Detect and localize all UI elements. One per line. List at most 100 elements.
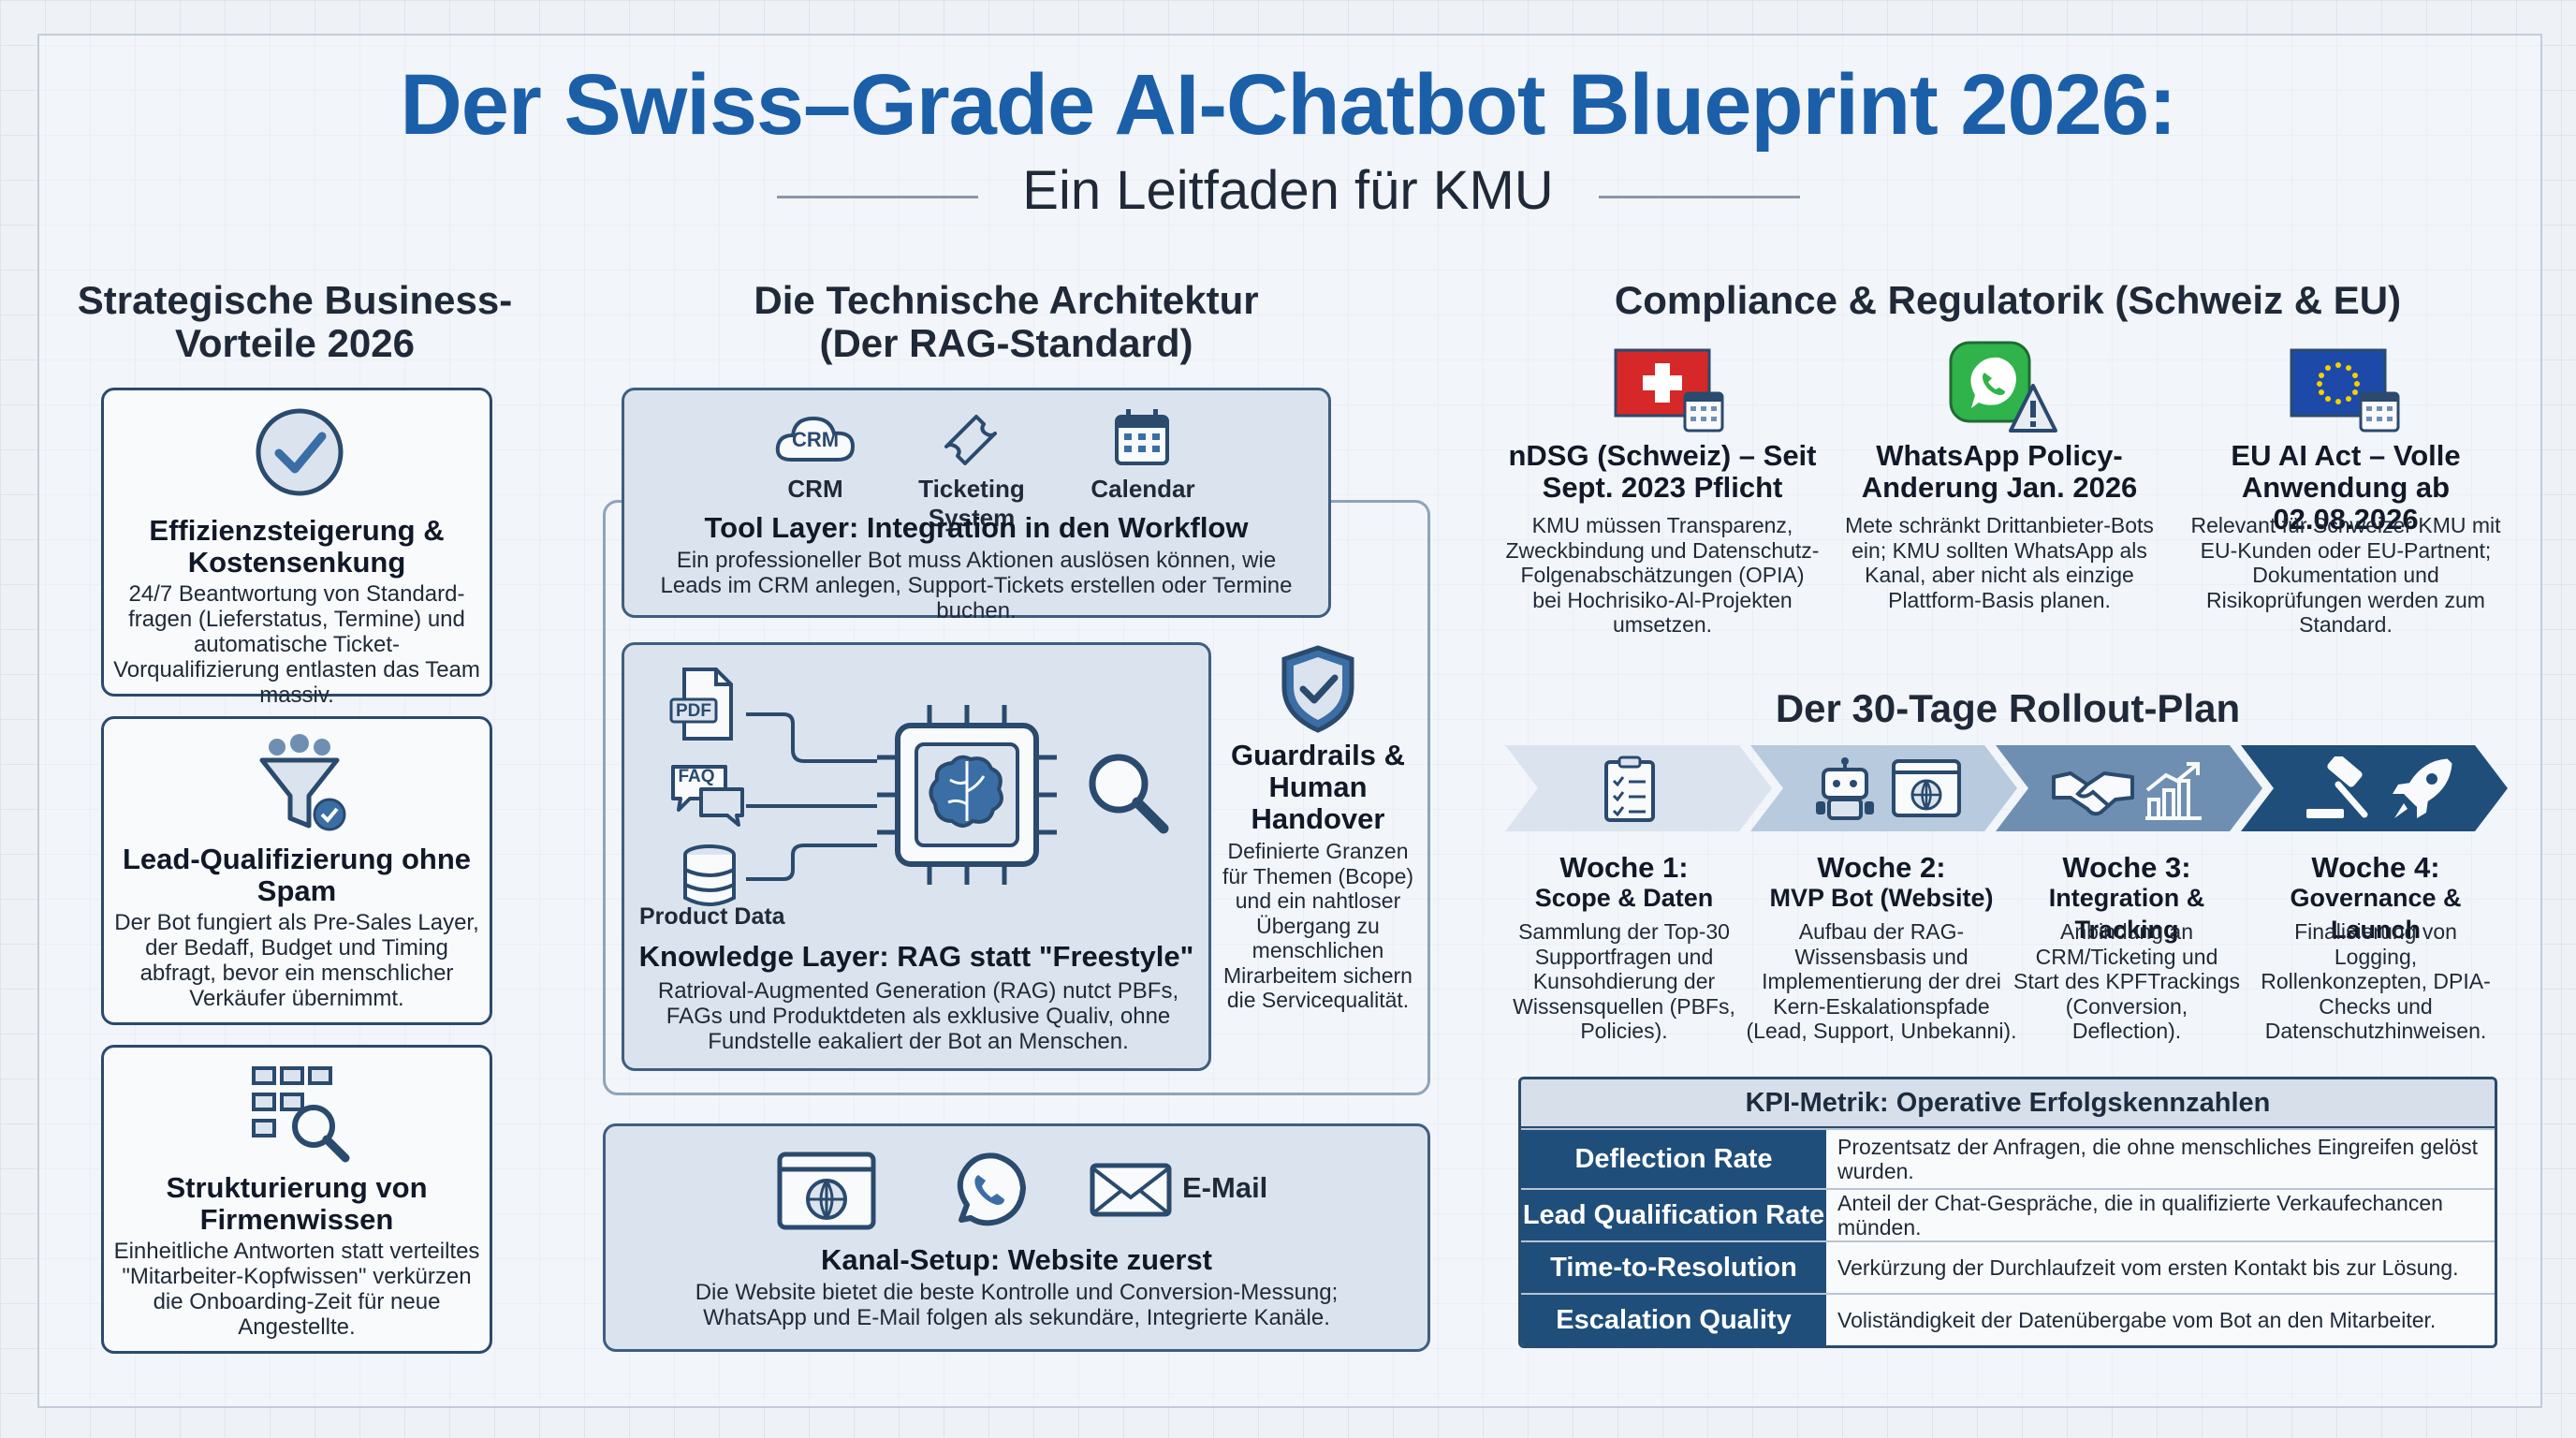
tool-label-crm: CRM — [787, 475, 843, 503]
kpi-name: Lead Qualification Rate — [1521, 1190, 1826, 1240]
guardrails-title: Guardrails & Human Handover — [1230, 739, 1406, 835]
week-2-body: Aufbau der RAG-Wissensbasis und Implemen… — [1746, 919, 2017, 1043]
kpi-description: Verkürzung der Durchlaufzeit vom ersten … — [1837, 1255, 2459, 1280]
growth-chart-icon — [2145, 762, 2202, 820]
compliance-body-ndsg: KMU müssen Transparenz, Zweckbindung und… — [1505, 513, 1820, 637]
business-card-body: Der Bot fungiert als Pre-Sales Layer, de… — [114, 910, 479, 1011]
compliance-title-euaiact: EU AI Act – Volle Anwendung ab 02.08.202… — [2231, 439, 2461, 536]
channel-setup-body: Die Website bietet die beste Kontrolle u… — [695, 1280, 1339, 1330]
kpi-name: Escalation Quality — [1521, 1295, 1826, 1345]
ai-chip-icon — [877, 705, 1057, 885]
table-row: Time-to-Resolution Verkürzung der Durchl… — [1521, 1240, 2495, 1293]
kpi-description: Voliständigkeit der Datenübergabe vom Bo… — [1837, 1308, 2437, 1332]
tool-label-ticketing: Ticketing System — [918, 475, 1025, 532]
architecture-heading-line1: Die Technische Architektur — [754, 278, 1259, 322]
funnel-icon — [259, 734, 346, 831]
business-card-title: Effizienzsteigerung & Kostensenkung — [149, 514, 445, 579]
connector-lines — [746, 712, 877, 881]
gavel-icon — [2306, 756, 2368, 818]
pdf-document-icon — [669, 668, 733, 741]
subtitle-rule-left — [777, 196, 978, 198]
business-card-title: Lead-Qualifizierung ohne Spam — [122, 843, 471, 907]
robot-icon — [1816, 757, 1874, 820]
kpi-description: Prozentsatz der Anfragen, die ohne mensc… — [1837, 1135, 2479, 1183]
pdf-label: PDF — [676, 701, 711, 721]
architecture-heading-line2: (Der RAG-Standard) — [819, 321, 1193, 365]
tool-layer-title: Tool Layer: Integration in den Workflow — [704, 511, 1249, 544]
business-card-efficiency: Effizienzsteigerung & Kostensenkung 24/7… — [101, 388, 492, 708]
whatsapp-warning-icon — [1949, 341, 2057, 433]
week-1-subtitle: Scope & Daten — [1534, 884, 1714, 912]
channel-setup-title: Kanal-Setup: Website zuerst — [820, 1243, 1212, 1276]
email-envelope-icon — [1090, 1163, 1172, 1217]
product-data-label: Product Data — [639, 903, 785, 930]
calendar-icon — [1115, 409, 1169, 465]
tool-label-calendar: Calendar — [1090, 475, 1195, 503]
kpi-name: Time-to-Resolution — [1521, 1242, 1826, 1293]
week-2-subtitle: MVP Bot (Website) — [1769, 884, 1994, 912]
rocket-icon — [2393, 758, 2452, 818]
compliance-title-ndsg: nDSG (Schweiz) – Seit Sept. 2023 Pflicht — [1508, 439, 1817, 504]
week-1-label: Woche 1: — [1559, 851, 1689, 884]
week-4-label: Woche 4: — [2311, 851, 2440, 884]
week-1-body: Sammlung der Top-30 Supportfragen und Ku… — [1513, 919, 1735, 1043]
business-card-knowledge: Strukturierung von Firmenwissen Einheitl… — [101, 1045, 492, 1354]
business-heading: Strategische Business- Vorteile 2026 — [75, 279, 515, 365]
kpi-table-heading: KPI-Metrik: Operative Erfolgskennzahlen — [1521, 1079, 2495, 1128]
compliance-heading: Compliance & Regulatorik (Schweiz & EU) — [1614, 278, 2402, 322]
kpi-name: Deflection Rate — [1521, 1130, 1826, 1188]
checklist-icon — [1604, 756, 1655, 822]
page-subtitle: Ein Leitfaden für KMU — [1022, 160, 1554, 221]
week-4-subtitle: Governance & Launch — [2290, 884, 2462, 944]
guardrails-body: Definierte Granzen für Themen (Bcope) un… — [1222, 839, 1414, 1012]
business-heading-line2: Vorteile 2026 — [174, 321, 416, 365]
week-4-body: Finalisierung von Logging, Rollenkonzept… — [2261, 919, 2491, 1043]
magnifier-icon — [1089, 754, 1169, 834]
compliance-body-euaiact: Relevant für Schweizer KMU mit EU-Kunden… — [2190, 513, 2501, 637]
compliance-title-whatsapp: WhatsApp Policy-Anderung Jan. 2026 — [1861, 439, 2138, 504]
browser-globe-icon — [1892, 759, 1961, 817]
handshake-icon — [2052, 771, 2134, 816]
business-heading-line1: Strategische Business- — [77, 278, 513, 322]
rollout-heading: Der 30-Tage Rollout-Plan — [1775, 686, 2241, 730]
knowledge-layer-body: Ratrioval-Augmented Generation (RAG) nut… — [657, 978, 1179, 1054]
business-card-leads: Lead-Qualifizierung ohne Spam Der Bot fu… — [101, 716, 492, 1025]
checkmark-circle-icon — [256, 408, 344, 496]
compliance-body-whatsapp: Mete schränkt Drittanbieter-Bots ein; KM… — [1845, 513, 2154, 612]
shield-check-icon — [1281, 645, 1354, 733]
rollout-step-2 — [1750, 745, 2017, 831]
page-title: Der Swiss–Grade AI-Chatbot Blueprint 202… — [400, 57, 2176, 153]
table-row: Escalation Quality Voliständigkeit der D… — [1521, 1293, 2495, 1345]
kpi-table: KPI-Metrik: Operative Erfolgskennzahlen … — [1518, 1077, 2497, 1348]
rollout-step-4 — [2241, 745, 2508, 831]
eu-flag-icon — [2290, 348, 2400, 433]
architecture-heading: Die Technische Architektur (Der RAG-Stan… — [693, 279, 1320, 365]
week-3-label: Woche 3: — [2062, 851, 2191, 884]
email-label: E-Mail — [1182, 1171, 1268, 1204]
knowledge-layer-title: Knowledge Layer: RAG statt "Freestyle" — [638, 940, 1194, 973]
week-3-subtitle: Integration & Tracking — [2048, 884, 2205, 944]
knowledge-layer-panel: PDF FAQ Product Data Knowledge Layer: RA… — [622, 642, 1211, 1071]
business-card-body: 24/7 Beantwortung von Standard-fragen (L… — [113, 581, 480, 708]
kpi-description: Anteil der Chat-Gespräche, die in qualif… — [1837, 1191, 2443, 1240]
swiss-flag-icon — [1614, 348, 1724, 433]
faq-chat-icon — [671, 765, 744, 827]
channel-setup-panel: E-Mail Kanal-Setup: Website zuerst Die W… — [603, 1123, 1430, 1352]
knowledge-structure-icon — [252, 1066, 350, 1163]
browser-globe-icon — [777, 1152, 876, 1230]
week-3-body: Anbindung an CRM/Ticketing und Start des… — [2012, 919, 2240, 1043]
table-row: Lead Qualification Rate Anteil der Chat-… — [1521, 1188, 2495, 1240]
tool-layer-body: Ein professioneller Bot muss Aktionen au… — [660, 548, 1293, 624]
business-card-title: Strukturierung von Firmenwissen — [166, 1171, 428, 1236]
tool-layer-panel: CRM CRM Ticketing System Calendar Tool L… — [622, 388, 1331, 624]
table-row: Deflection Rate Prozentsatz der Anfragen… — [1521, 1128, 2495, 1188]
crm-cloud-icon — [775, 416, 856, 462]
ticket-icon — [944, 415, 997, 465]
week-2-label: Woche 2: — [1817, 851, 1946, 884]
business-card-body: Einheitliche Antworten statt verteiltes … — [113, 1239, 480, 1340]
crm-badge: CRM — [791, 428, 840, 451]
database-icon — [683, 844, 736, 906]
subtitle-rule-right — [1599, 196, 1800, 198]
whatsapp-icon — [957, 1152, 1026, 1226]
faq-label: FAQ — [678, 767, 715, 786]
